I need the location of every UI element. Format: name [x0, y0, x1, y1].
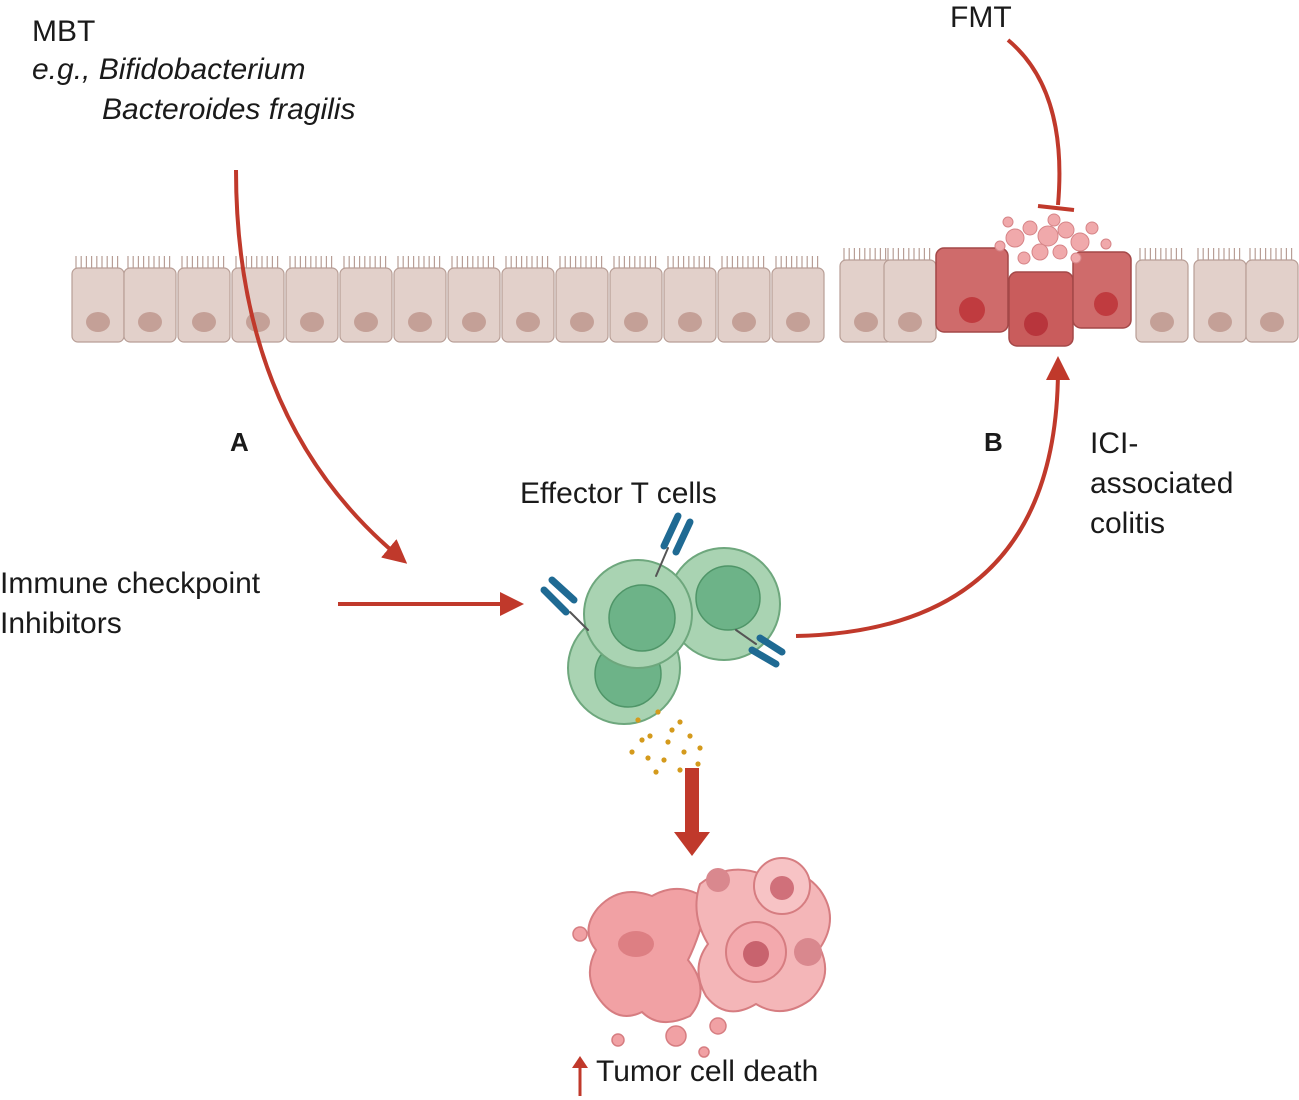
- arrow-tcells-to-tumor-head: [674, 832, 710, 856]
- mbt-example-1: e.g., Bifidobacterium: [32, 53, 306, 86]
- epithelial-cell: [839, 248, 893, 343]
- cytokine-dot: [665, 739, 671, 745]
- cytokine-dot: [669, 727, 675, 733]
- up-arrow-icon: [572, 1056, 588, 1096]
- colitis-label-line2: associated: [1090, 467, 1234, 500]
- panel-b-label: B: [984, 427, 1003, 457]
- inflamed-epithelium: [935, 213, 1132, 347]
- antibody-icon: [540, 512, 786, 668]
- debris: [994, 213, 1112, 265]
- epithelial-cell: [883, 248, 937, 343]
- tumor-death-label: Tumor cell death: [596, 1055, 819, 1088]
- epithelial-cell: [1193, 248, 1247, 343]
- epithelial-cell: [555, 256, 609, 343]
- epithelial-cell: [717, 256, 771, 343]
- effector-t-cells-label: Effector T cells: [520, 477, 717, 510]
- cytokine-icon: [629, 709, 703, 775]
- epithelial-cell: [231, 256, 285, 343]
- ici-label-line1: Immune checkpoint: [0, 567, 261, 600]
- cytokine-dot: [687, 733, 693, 739]
- ici-label-line2: Inhibitors: [0, 607, 122, 640]
- cytokine-dot: [697, 745, 703, 751]
- epithelial-cell: [123, 256, 177, 343]
- epithelial-cell: [609, 256, 663, 343]
- cytokine-dot: [635, 717, 641, 723]
- epithelial-cell: [71, 256, 125, 343]
- mbt-example-2: Bacteroides fragilis: [102, 93, 356, 126]
- cytokine-dot: [639, 737, 645, 743]
- epithelial-cell: [339, 256, 393, 343]
- epithelial-cell: [177, 256, 231, 343]
- cytokine-dot: [695, 761, 701, 767]
- panel-a-label: A: [230, 427, 249, 457]
- cytokine-dot: [629, 749, 635, 755]
- epithelial-cell: [663, 256, 717, 343]
- epithelial-cell: [1245, 248, 1299, 343]
- epithelial-cell: [771, 256, 825, 343]
- epithelial-cell: [1135, 248, 1189, 343]
- fmt-label: FMT: [950, 1, 1012, 34]
- cytokine-dot: [677, 767, 683, 773]
- inhibition-icon: [1006, 38, 1075, 212]
- cytokine-dot: [647, 733, 653, 739]
- cytokine-dot: [653, 769, 659, 775]
- cytokine-dot: [655, 709, 661, 715]
- epithelial-cell: [393, 256, 447, 343]
- tumor-cell-icon: [572, 857, 831, 1058]
- arrow-mbt-to-tcells: [234, 169, 408, 564]
- cytokine-dot: [677, 719, 683, 725]
- cytokine-dot: [661, 757, 667, 763]
- cytokine-dot: [645, 755, 651, 761]
- epithelium: [71, 248, 1299, 343]
- epithelial-cell: [447, 256, 501, 343]
- colitis-label-line1: ICI-: [1090, 427, 1139, 460]
- epithelial-cell: [501, 256, 555, 343]
- mbt-label: MBT: [32, 15, 96, 48]
- cytokine-dot: [681, 749, 687, 755]
- t-cell-icon: [567, 547, 781, 725]
- colitis-label-line3: colitis: [1090, 507, 1166, 540]
- arrow-tcells-to-colitis: [795, 356, 1070, 638]
- epithelial-cell: [285, 256, 339, 343]
